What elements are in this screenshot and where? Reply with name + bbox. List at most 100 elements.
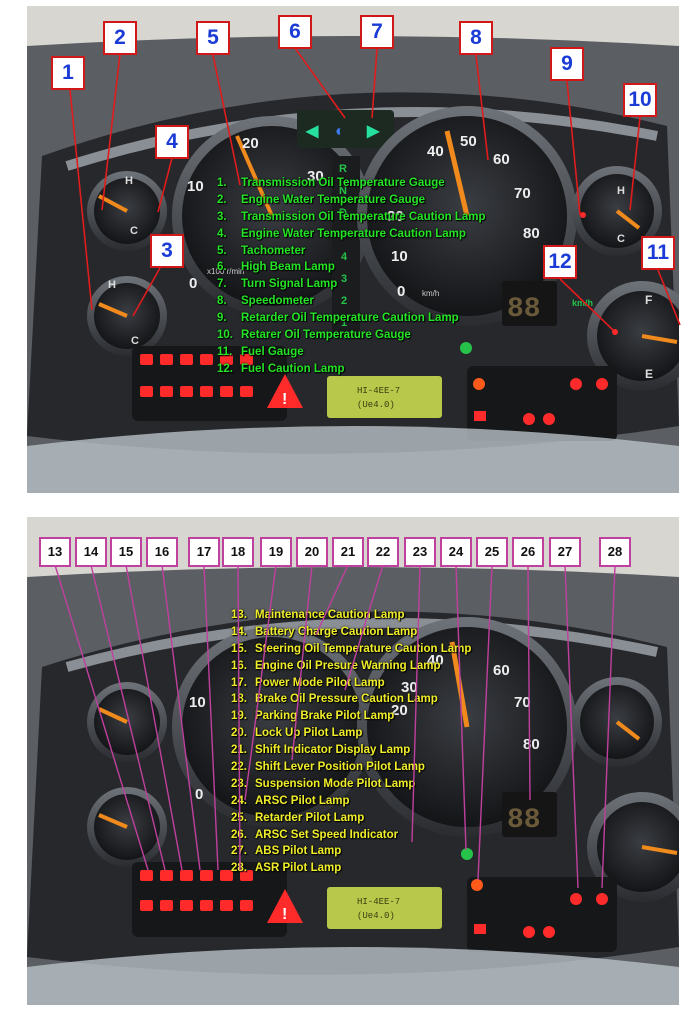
svg-text:!: !	[282, 906, 287, 923]
svg-text:80: 80	[523, 225, 540, 242]
svg-text:5: 5	[341, 229, 347, 241]
legend-item-number: 16.	[231, 659, 247, 672]
svg-text:40: 40	[427, 652, 444, 669]
legend-item-number: 3.	[217, 210, 227, 223]
legend-item: 1.Transmission Oil Temperature Gauge	[217, 175, 486, 192]
svg-text:20: 20	[242, 135, 259, 152]
svg-text:70: 70	[514, 694, 531, 711]
legend-item-label: Shift Indicator Display Lamp	[255, 744, 411, 757]
legend-item: 14. Battery Charge Caution Lamp	[231, 624, 471, 641]
legend-item-label: Engine Water Temperature Gauge	[241, 193, 426, 206]
svg-text:km/h: km/h	[422, 289, 439, 298]
svg-text:H: H	[108, 279, 116, 291]
svg-text:◀: ◀	[305, 123, 319, 140]
legend-item-number: 10.	[217, 329, 233, 342]
legend-list-2: 13. Maintenance Caution Lamp 14. Battery Ch…	[231, 607, 471, 877]
callout-23: 23	[404, 537, 436, 567]
legend-item-number: 23.	[231, 777, 247, 790]
legend-item-number: 13.	[231, 609, 247, 621]
legend-item-label: Tachometer	[241, 244, 306, 257]
legend-item: 12.Fuel Caution Lamp	[217, 361, 486, 378]
svg-text:20: 20	[387, 208, 404, 225]
svg-text:H: H	[617, 185, 625, 197]
legend-item-number: 9.	[217, 312, 227, 325]
svg-text:3: 3	[341, 273, 347, 285]
legend-item: 16.Engine Oil Presure Warning Lamp	[231, 658, 471, 675]
svg-text:C: C	[130, 225, 138, 237]
legend-item-number: 28.	[231, 862, 247, 875]
svg-text:10: 10	[391, 248, 408, 265]
legend-item-label: High Beam Lamp	[241, 261, 335, 274]
legend-item-number: 25.	[231, 811, 247, 824]
legend-item-label: ARSC Pilot Lamp	[255, 794, 350, 807]
legend-item-number: 20.	[231, 727, 247, 740]
legend-item-number: 8.	[217, 295, 227, 308]
svg-text:C: C	[617, 233, 625, 245]
legend-item-number: 14.	[231, 625, 247, 638]
legend-item-label: ARSC Set Speed Indicator	[255, 828, 399, 841]
legend-item-label: Fuel Caution Lamp	[241, 362, 345, 375]
legend-item-label: Lock Up Pilot Lamp	[255, 727, 363, 740]
legend-item-label: ABS Pilot Lamp	[255, 845, 342, 858]
legend-item-label: Maintenance Caution Lamp	[255, 609, 405, 621]
svg-text:80: 80	[523, 736, 540, 753]
svg-text:HI-4EE-7: HI-4EE-7	[357, 897, 400, 907]
svg-text:88: 88	[507, 294, 541, 325]
legend-item-label: Power Mode Pilot Lamp	[255, 676, 385, 689]
legend-item: 18.Brake Oil Pressure Caution Lamp	[231, 691, 471, 708]
legend-item-label: ASR Pilot Lamp	[255, 862, 342, 875]
callout-19: 19	[260, 537, 292, 567]
legend-item: 26.ARSC Set Speed Indicator	[231, 827, 471, 844]
legend-item-number: 24.	[231, 794, 247, 807]
callout-11: 11	[641, 236, 675, 270]
legend-item-number: 6.	[217, 261, 227, 274]
legend-item: 13. Maintenance Caution Lamp	[231, 607, 471, 624]
legend-item-number: 27.	[231, 845, 247, 858]
legend-item: 22. Shift Lever Position Pilot Lamp	[231, 759, 471, 776]
callout-9: 9	[550, 47, 584, 81]
legend-item-label: Suspension Mode Pilot Lamp	[255, 777, 416, 790]
svg-text:HI-4EE-7: HI-4EE-7	[357, 386, 400, 396]
callout-17: 17	[188, 537, 220, 567]
svg-text:E: E	[645, 367, 653, 381]
legend-item-label: Shift Lever Position Pilot Lamp	[255, 761, 425, 774]
legend-item-number: 22.	[231, 761, 247, 774]
svg-text:D: D	[339, 207, 347, 219]
legend-item: 4.Engine Water Temperature Caution Lamp	[217, 226, 486, 243]
callout-2: 2	[103, 21, 137, 55]
legend-item: 11.Fuel Gauge	[217, 344, 486, 361]
legend-item-label: Transmission Oil Temperature Caution Lam…	[241, 210, 486, 223]
legend-item: 24. ARSC Pilot Lamp	[231, 793, 471, 810]
svg-text:88: 88	[507, 805, 541, 836]
svg-text:60: 60	[493, 151, 510, 168]
svg-text:0: 0	[189, 275, 197, 292]
svg-text:50: 50	[460, 133, 477, 150]
callout-21: 21	[332, 537, 364, 567]
svg-text:10: 10	[187, 178, 204, 195]
legend-item-label: Parking Brake Pilot Lamp	[255, 710, 395, 723]
callout-14: 14	[75, 537, 107, 567]
callout-5: 5	[196, 21, 230, 55]
svg-text:40: 40	[427, 143, 444, 160]
legend-item-label: Battery Charge Caution Lamp	[255, 625, 418, 638]
legend-item: 19. Parking Brake Pilot Lamp	[231, 708, 471, 725]
legend-item-number: 17.	[231, 676, 247, 689]
legend-item: 9.Retarder Oil Temperature Caution Lamp	[217, 310, 486, 327]
legend-item-number: 1.	[217, 177, 227, 189]
svg-text:x100 r/min: x100 r/min	[207, 267, 244, 276]
legend-item: 17. Power Mode Pilot Lamp	[231, 675, 471, 692]
svg-text:km/h: km/h	[572, 298, 593, 308]
legend-item-label: Speedometer	[241, 295, 314, 308]
legend-item-number: 7.	[217, 278, 227, 291]
svg-text:30: 30	[307, 168, 324, 185]
svg-text:F: F	[645, 293, 652, 307]
dashboard-photo-2: 10 0 30 40 60 70 80 20 88 ! HI-4EE-7 (Ue…	[27, 517, 679, 1005]
legend-item-number: 19.	[231, 710, 247, 723]
legend-item-label: Steering Oil Temperature Caution Lamp	[255, 642, 472, 655]
svg-text:C: C	[131, 335, 139, 347]
callout-18: 18	[222, 537, 254, 567]
legend-item: 5.Tachometer	[217, 243, 486, 260]
svg-text:▶: ▶	[366, 123, 380, 140]
callout-26: 26	[512, 537, 544, 567]
svg-text:(Ue4.0): (Ue4.0)	[357, 400, 395, 410]
